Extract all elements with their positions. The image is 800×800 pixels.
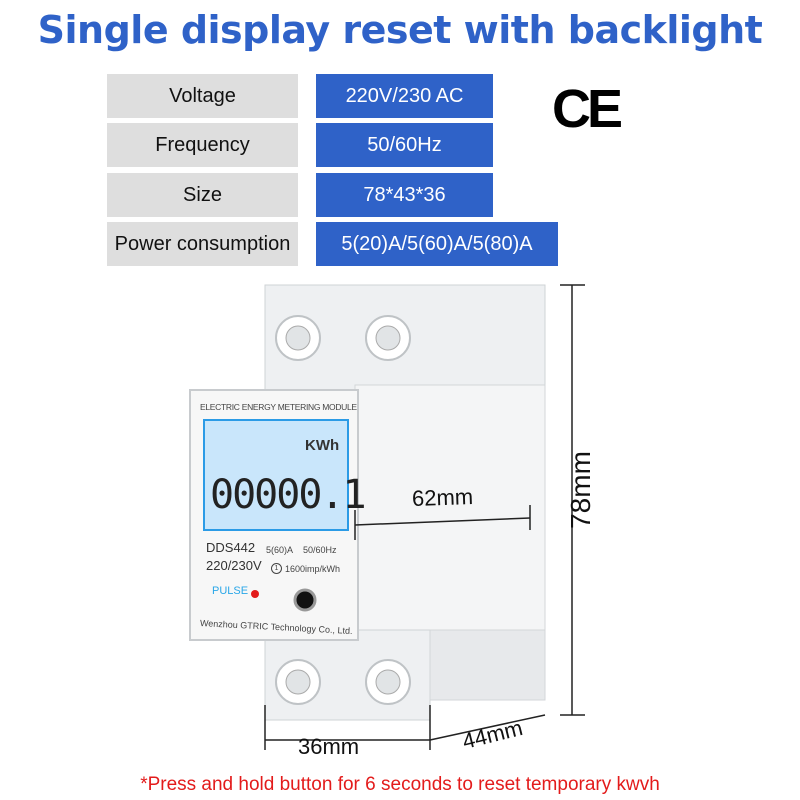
page-title: Single display reset with backlight: [37, 8, 763, 52]
meter-frequency: 50/60Hz: [303, 545, 337, 555]
width-dimension: 36mm: [298, 734, 360, 759]
meter-model: DDS442: [206, 540, 256, 555]
height-dimension: 78mm: [564, 451, 596, 529]
spec-value-frequency: 50/60Hz: [316, 123, 493, 167]
meter-voltage: 220/230V: [206, 558, 262, 573]
spec-value-power: 5(20)A/5(60)A/5(80)A: [316, 222, 558, 266]
meter-header: ELECTRIC ENERGY METERING MODULE: [200, 402, 357, 412]
spec-label-voltage: Voltage: [107, 74, 298, 118]
spec-label-size: Size: [107, 173, 298, 217]
spec-value-size: 78*43*36: [316, 173, 493, 217]
spec-label-frequency: Frequency: [107, 123, 298, 167]
spec-label-power: Power consumption: [107, 222, 298, 266]
meter-constant: 1600imp/kWh: [285, 564, 341, 574]
lcd-reading: 00000.1: [210, 472, 367, 518]
reset-instruction: *Press and hold button for 6 seconds to …: [140, 774, 660, 795]
reset-button[interactable]: [295, 591, 315, 611]
spec-value-voltage: 220V/230 AC: [316, 74, 493, 118]
meter-current: 5(60)A: [266, 545, 294, 555]
lcd-unit: KWh: [305, 437, 340, 454]
meter-phase-badge: 1: [271, 563, 282, 574]
ce-mark-logo: CE: [552, 79, 623, 139]
depth-dimension: 62mm: [411, 483, 474, 512]
pulse-label: PULSE: [212, 585, 249, 597]
